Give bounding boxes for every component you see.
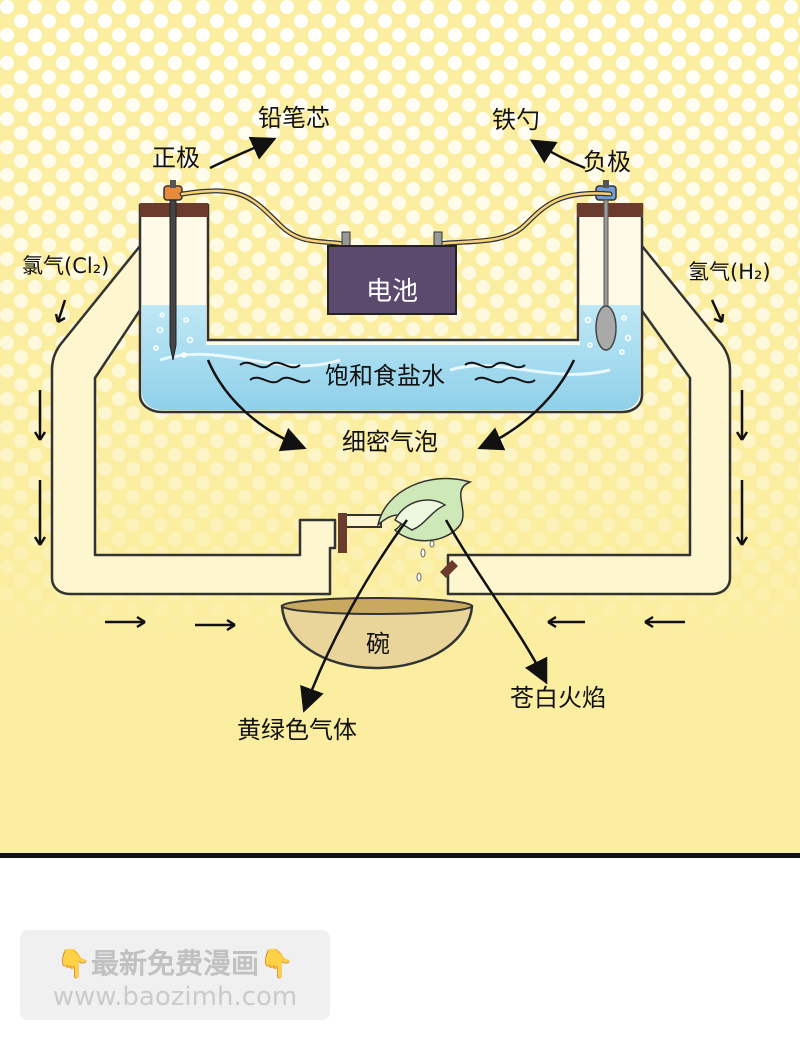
battery <box>327 231 457 315</box>
watermark-line1: 👇最新免费漫画👇 <box>20 942 330 982</box>
watermark-title: 最新免费漫画 <box>90 947 259 980</box>
label-battery: 电池 <box>365 277 418 307</box>
label-chlorine: 氯气(Cl₂) <box>22 254 110 278</box>
pointing-down-hand-icon: 👇 <box>259 947 294 980</box>
label-hydrogen: 氢气(H₂) <box>688 260 771 284</box>
nozzle <box>338 513 458 578</box>
flow-arrows <box>33 299 749 632</box>
label-pencil-lead: 铅笔芯 <box>258 104 330 132</box>
label-fine-bubbles: 细密气泡 <box>342 428 438 456</box>
brine-water <box>142 305 640 410</box>
label-negative-electrode: 负极 <box>583 148 631 176</box>
label-positive-electrode: 正极 <box>152 144 200 172</box>
label-iron-spoon: 铁勺 <box>492 106 540 134</box>
flame <box>376 477 473 542</box>
positive-electrode-rod <box>153 180 194 361</box>
panel-border <box>0 853 800 858</box>
pointing-down-hand-icon: 👇 <box>56 947 91 980</box>
watermark-badge: 👇最新免费漫画👇 www.baozimh.com <box>20 930 330 1020</box>
label-pale-flame: 苍白火焰 <box>510 684 606 712</box>
annotation-arrows <box>206 136 586 713</box>
label-saturated-brine: 饱和食盐水 <box>325 362 445 390</box>
label-bowl: 碗 <box>366 630 390 658</box>
watermark-url: www.baozimh.com <box>52 982 298 1012</box>
label-yellow-green-gas: 黄绿色气体 <box>237 716 357 744</box>
brine-tank <box>138 203 644 414</box>
